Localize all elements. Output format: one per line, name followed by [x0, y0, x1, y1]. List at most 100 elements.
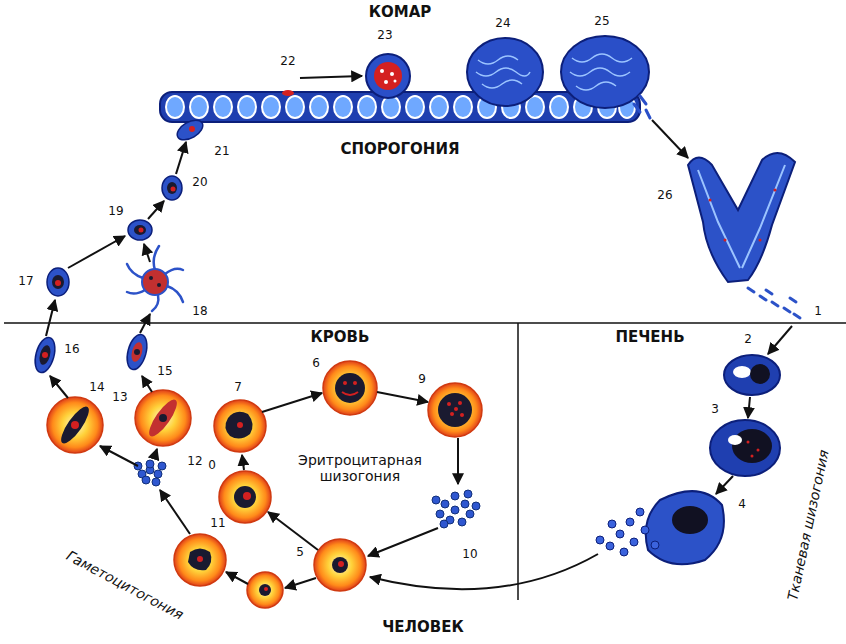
red-blood-cells-part — [332, 557, 348, 573]
callout-number: 11 — [210, 517, 225, 531]
liver-stages-part — [732, 429, 772, 463]
merozoite-clusters-part — [158, 462, 166, 470]
oocysts-part — [561, 36, 649, 108]
oocysts-part-part — [380, 69, 384, 73]
cycle-arrows-part — [46, 300, 55, 336]
divider-lines — [4, 323, 846, 600]
merozoite-clusters-part — [142, 476, 150, 484]
red-blood-cells-part-part — [458, 401, 462, 405]
mosquito-stages-part — [189, 126, 195, 132]
merozoite-clusters-part — [461, 500, 469, 508]
mosquito-stages-part-part — [152, 295, 158, 311]
callout-number: 14 — [89, 381, 104, 395]
oocysts-part — [380, 69, 397, 84]
mosquito-stages-part — [171, 187, 176, 192]
mosquito-gut-part-part — [406, 96, 424, 118]
merozoite-clusters-part — [146, 460, 154, 468]
cycle-arrows-part — [160, 490, 190, 534]
mosquito-stages-part — [127, 246, 183, 311]
red-blood-cells-part — [214, 400, 266, 452]
mosquito-stages-part — [142, 269, 168, 295]
cycle-arrows-part — [300, 76, 362, 78]
mosquito-gut-part-part — [382, 96, 400, 118]
cycle-arrows — [46, 76, 792, 589]
mosquito-gut-part — [282, 90, 294, 96]
cycle-arrows-part — [268, 512, 318, 550]
oocysts-part-part — [482, 80, 522, 88]
liver-stages-part-part — [757, 449, 760, 452]
salivary-gland-part-part — [724, 239, 727, 242]
callout-number: 5 — [296, 546, 304, 560]
mosquito-gut-part — [160, 92, 640, 122]
merozoite-clusters-part — [441, 500, 449, 508]
mosquito-stages-part — [167, 182, 177, 194]
cycle-arrows-part — [226, 572, 248, 584]
mosquito-stages-part — [149, 276, 161, 287]
red-blood-cells-part — [338, 561, 344, 567]
liver-stages-part — [747, 441, 760, 458]
mosquito-stages-part — [55, 280, 61, 286]
region-label: КРОВЬ — [311, 329, 370, 346]
mosquito-stages-part — [38, 344, 53, 366]
oocysts-part-part — [570, 68, 630, 76]
oocysts-part — [467, 38, 543, 106]
callout-number: 2 — [744, 333, 752, 347]
callout-number: 1 — [814, 305, 822, 319]
red-blood-cells-part — [174, 534, 226, 586]
red-blood-cells-part — [342, 392, 358, 395]
oocysts — [366, 36, 650, 118]
liver-stages-part — [728, 435, 742, 445]
mosquito-gut-part-part — [286, 96, 304, 118]
region-label: ЧЕЛОВЕК — [382, 619, 464, 636]
merozoite-clusters-part — [451, 506, 459, 514]
mosquito-stages-part-part — [149, 276, 153, 280]
red-blood-cells-part-part — [454, 407, 458, 411]
liver-stages-part — [672, 506, 708, 534]
oocysts-part-part — [476, 68, 530, 76]
mosquito-stages-part-part — [127, 290, 145, 294]
liver-stages-part-part — [616, 530, 624, 538]
callout-number: 19 — [108, 205, 123, 219]
mosquito-gut-part-part — [334, 96, 352, 118]
cycle-arrows-part — [768, 326, 792, 354]
oocysts-part-part — [576, 82, 616, 90]
mosquito-stages-part-part — [165, 269, 183, 274]
liver-stages-part — [596, 508, 659, 556]
salivary-gland-part — [698, 165, 785, 268]
salivary-gland-part-part — [774, 189, 777, 192]
mosquito-gut-part-part — [190, 96, 208, 118]
cycle-arrows-part — [652, 120, 688, 158]
mosquito-stages-part — [124, 332, 151, 371]
callout-number: 18 — [192, 305, 207, 319]
red-blood-cells-part — [243, 492, 251, 500]
oocysts-part-part — [390, 72, 394, 76]
stage-label: Гаметоцитогония — [64, 547, 187, 622]
cycle-arrows-part — [144, 244, 150, 262]
liver-stages-part-part — [606, 542, 614, 550]
red-blood-cells-part — [237, 422, 243, 428]
cycle-arrows-part — [176, 142, 186, 174]
mosquito-stages-part-part — [167, 286, 183, 302]
red-blood-cells-part — [159, 414, 167, 422]
callout-number: 24 — [495, 17, 510, 31]
red-blood-cells-part — [343, 381, 347, 385]
callout-number: 13 — [112, 391, 127, 405]
mosquito-stages-part — [134, 225, 146, 235]
oocysts-part — [634, 96, 650, 118]
callout-number: 25 — [594, 15, 609, 29]
mosquito-stages-part — [128, 220, 152, 240]
red-blood-cells-part — [225, 412, 252, 439]
red-blood-cells-part — [335, 373, 365, 403]
cycle-arrows-part — [100, 446, 138, 466]
oocysts-part-part — [394, 80, 397, 83]
liver-stages-part — [724, 355, 780, 395]
cycle-arrows-part — [262, 393, 322, 412]
divider-lines-part — [4, 322, 846, 324]
liver-stages-part — [646, 491, 724, 564]
region-label: КОМАР — [369, 4, 432, 21]
callout-number: 20 — [192, 176, 207, 190]
cycle-arrows-part — [377, 392, 428, 402]
red-blood-cells-part — [145, 396, 182, 440]
red-blood-cells-part — [447, 401, 464, 417]
